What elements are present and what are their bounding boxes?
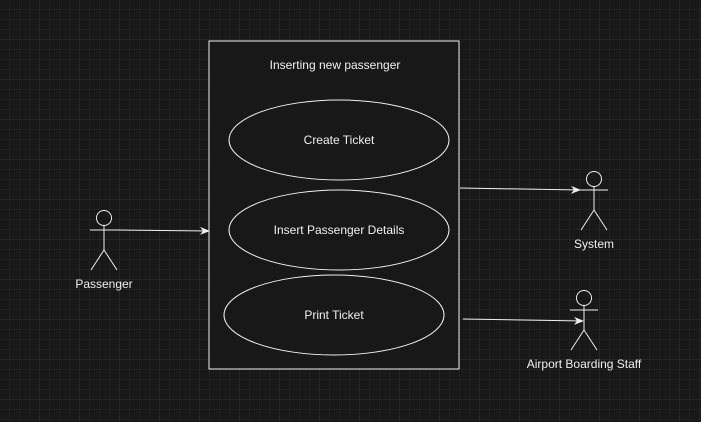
- use-case-insert-passenger-details[interactable]: [228, 189, 450, 271]
- association-passenger-to-boundary[interactable]: [117, 226, 210, 235]
- system-boundary-title: Inserting new passenger: [269, 58, 401, 72]
- use-case-create-ticket[interactable]: [228, 99, 450, 181]
- association-boundary-to-system[interactable]: [459, 185, 581, 194]
- association-boundary-to-boarding-staff[interactable]: [462, 316, 584, 325]
- actor-passenger[interactable]: [90, 210, 118, 271]
- use-case-print-ticket[interactable]: [223, 274, 445, 356]
- use-case-label-insert-passenger-details: Insert Passenger Details: [273, 223, 405, 237]
- actor-label-airport-boarding-staff: Airport Boarding Staff: [526, 357, 642, 371]
- actor-airport-boarding-staff[interactable]: [570, 290, 598, 351]
- actor-label-passenger: Passenger: [75, 277, 133, 291]
- actor-label-system: System: [573, 237, 615, 251]
- actor-system[interactable]: [580, 171, 608, 231]
- use-case-label-create-ticket: Create Ticket: [303, 133, 375, 147]
- use-case-label-print-ticket: Print Ticket: [304, 308, 364, 322]
